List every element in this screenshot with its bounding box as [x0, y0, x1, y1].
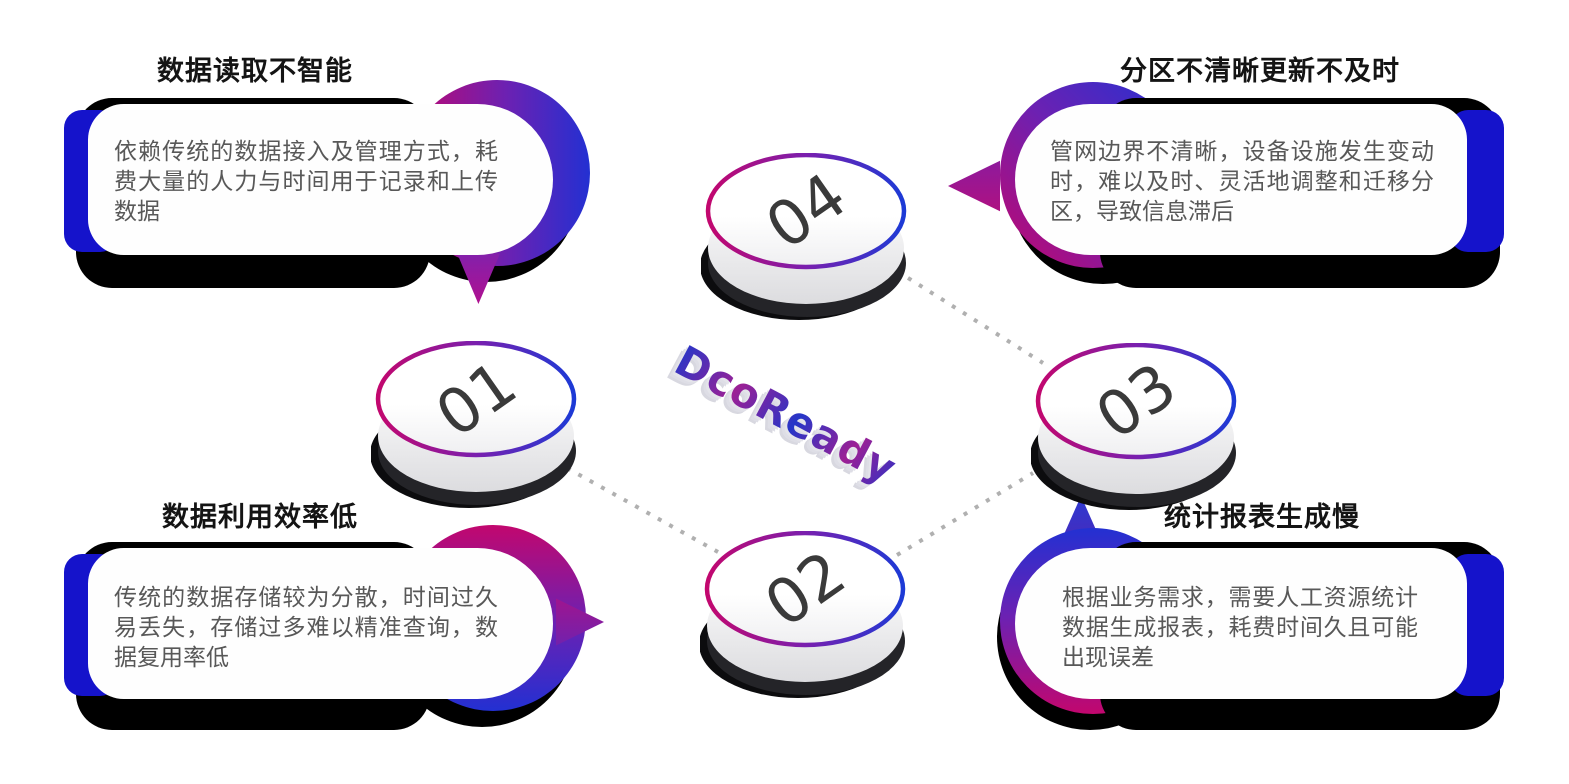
step-disc-04: 04 [701, 153, 907, 320]
card-title: 数据读取不智能 [157, 56, 353, 86]
card-body: 依赖传统的数据接入及管理方式，耗费大量的人力与时间用于记录和上传数据 [114, 138, 498, 224]
step-disc-02: 02 [700, 531, 906, 698]
card [1015, 104, 1467, 255]
card-title: 数据利用效率低 [162, 502, 358, 532]
card-body: 传统的数据存储较为分散，时间过久易丢失，存储过多难以精准查询，数据复用率低 [114, 584, 498, 670]
card-body: 管网边界不清晰，设备设施发生变动时，难以及时、灵活地调整和迁移分区，导致信息滞后 [1050, 138, 1434, 224]
connector-04-03 [895, 269, 1045, 365]
card [1015, 548, 1467, 699]
disc-top [1035, 343, 1237, 460]
card-title: 分区不清晰更新不及时 [1120, 56, 1400, 86]
card [88, 548, 553, 699]
connector-01-02 [566, 466, 719, 554]
step-disc-01: 01 [371, 341, 577, 508]
disc-top [375, 341, 577, 458]
disc-top [704, 531, 906, 648]
disc-top [705, 153, 907, 270]
card-body: 根据业务需求，需要人工资源统计数据生成报表，耗费时间久且可能出现误差 [1062, 584, 1418, 670]
step-disc-03: 03 [1031, 343, 1237, 510]
connector-02-03 [895, 471, 1035, 557]
card-title: 统计报表生成慢 [1164, 502, 1360, 532]
card [88, 104, 553, 255]
